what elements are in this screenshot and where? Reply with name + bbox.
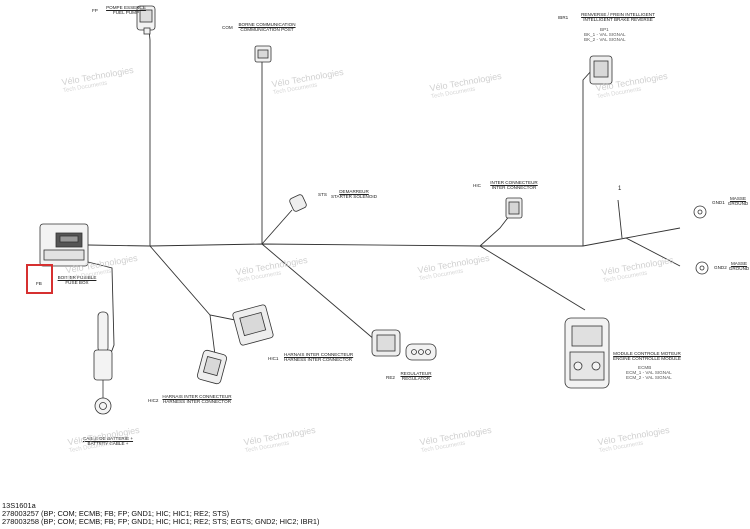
hic1-label-fr: HARNAIS INTER CONNECTEUR — [284, 352, 354, 357]
fp-wire — [147, 19, 151, 246]
fp-connector — [136, 5, 156, 35]
gnd1-code: GND1 — [712, 200, 725, 205]
fp-code: FP — [92, 8, 98, 13]
branch-one-label: 1 — [618, 186, 622, 192]
re2-connector — [371, 329, 401, 357]
sts-label-fr: DEMARREUR — [339, 189, 369, 194]
hic-label-fr: INTER CONNECTEUR — [490, 180, 538, 185]
drawing-number: 13S1601a — [2, 501, 36, 510]
sts-code: STS — [318, 192, 327, 197]
battery-cable — [93, 311, 113, 415]
part-number-1: 278003257 (BP; COM; ECMB; FB; FP; GND1; … — [2, 509, 230, 518]
hic2-label-en: HARNESS INTER CONNECTOR — [162, 399, 232, 405]
gnd2-code: GND2 — [714, 265, 727, 270]
fp-label-en: FUEL PUMP — [112, 10, 140, 16]
com-label-en: COMMUNICATION POST — [240, 27, 294, 33]
hic1-label-en: HARNESS INTER CONNECTOR — [284, 357, 353, 363]
re2-label: REGULATEUR REGULATOR — [398, 371, 434, 381]
main-trunk — [87, 227, 681, 247]
hic2-label-fr: HARNAIS INTER CONNECTEUR — [162, 394, 232, 399]
ecm-label-fr: MODULE CONTROLE MOTEUR — [613, 351, 681, 356]
gnd2-label-fr: MASSE — [730, 261, 748, 266]
gnd1-label: MASSE GROUND — [726, 196, 750, 206]
ecm-pin-1: ECM_1 - VAL SIGNAL — [626, 370, 672, 376]
sts-label-en: STARTER SOLENOID — [330, 194, 378, 200]
gnd2-terminal — [695, 261, 709, 275]
gnd2-branch — [625, 237, 681, 267]
ecm-wire — [479, 245, 586, 311]
ecm-label-en: ENGINE CONTROLLE MODULE — [613, 356, 681, 362]
ecm-module — [564, 317, 610, 389]
gnd1-label-fr: MASSE — [729, 196, 747, 201]
ibr-pins: BP1 BK_1 - VAL SIGNAL BK_2 - VAL SIGNAL — [584, 27, 644, 43]
fp-label-fr: POMPE ESSENCE — [106, 5, 146, 10]
hic1-label: HARNAIS INTER CONNECTEUR HARNESS INTER C… — [284, 352, 354, 363]
com-code: COM — [222, 25, 233, 30]
gnd1-terminal — [693, 205, 707, 219]
ecm-label: MODULE CONTROLE MOTEUR ENGINE CONTROLLE … — [612, 351, 682, 361]
re2-label-fr: REGULATEUR — [400, 371, 432, 376]
gnd2-label: MASSE GROUND — [728, 261, 750, 271]
ibr-pin-1: BK_1 - VAL SIGNAL — [584, 32, 626, 38]
ibr-pin-header: BP1 — [600, 27, 609, 32]
ibr-label-fr: RENVERSE / FREIN INTELLIGENT — [581, 12, 655, 17]
re2-label-en: REGULATOR — [401, 376, 431, 382]
ibr-pin-2: BK_2 - VAL SIGNAL — [584, 37, 626, 43]
re2-plug — [405, 343, 437, 361]
ibr-code: IBR1 — [558, 15, 569, 20]
com-label: BORNE COMMUNICATION COMMUNICATION POST — [232, 22, 302, 32]
fb-label-fr: BOITIER FUSIBLE — [57, 275, 97, 280]
hic-wires — [149, 245, 246, 356]
fuse-box-highlight — [26, 264, 53, 294]
fb-code: FB — [36, 281, 42, 286]
fuse-box — [39, 223, 89, 267]
fp-label: POMPE ESSENCE FUEL PUMP — [96, 5, 156, 15]
ibr-label: RENVERSE / FREIN INTELLIGENT INTELLIGENT… — [568, 12, 668, 22]
gnd1-label-en: GROUND — [727, 201, 749, 207]
sts-label: DEMARREUR STARTER SOLENOID — [328, 189, 380, 199]
part-number-2: 278003258 (BP; COM; ECMB; FB; FP; GND1; … — [2, 517, 320, 526]
fb-label-en: FUSE BOX — [65, 280, 89, 286]
hic2-code: HIC2 — [148, 398, 159, 403]
battery-label-en: BATTERY CABLE + — [87, 441, 129, 447]
ibr-label-en: INTELLIGENT BRAKE REVERSE — [583, 17, 653, 23]
hic-label-en: INTER CONNECTOR — [491, 185, 537, 191]
re2-code: RE2 — [386, 375, 395, 380]
hic-wire — [479, 214, 511, 247]
com-label-fr: BORNE COMMUNICATION — [238, 22, 296, 27]
hic-label: INTER CONNECTEUR INTER CONNECTOR — [486, 180, 542, 190]
ibr-wire — [582, 69, 593, 246]
hic1-connector — [232, 304, 274, 346]
hic-code: HIC — [473, 183, 481, 188]
sts-connector — [289, 194, 307, 212]
fb-label: BOITIER FUSIBLE FUSE BOX — [54, 275, 100, 285]
ecm-pin-header: ECMB — [638, 365, 652, 370]
battery-label: CABLE DE BATTERIE + BATTERY CABLE + — [78, 436, 138, 446]
re2-wire — [261, 243, 376, 341]
hic2-connector — [197, 349, 227, 385]
ecm-pin-2: ECM_2 - VAL SIGNAL — [626, 375, 672, 381]
hic2-label: HARNAIS INTER CONNECTEUR HARNESS INTER C… — [162, 394, 232, 404]
battery-label-fr: CABLE DE BATTERIE + — [82, 436, 134, 441]
ecm-pins: ECMB ECM_1 - VAL SIGNAL ECM_2 - VAL SIGN… — [626, 365, 676, 381]
ibr-connector — [589, 55, 613, 85]
hic1-code: HIC1 — [268, 356, 279, 361]
hic-connector — [505, 197, 523, 219]
gnd2-label-en: GROUND — [728, 266, 750, 272]
com-connector — [254, 45, 272, 63]
sts-wire — [261, 209, 293, 245]
branch-one — [617, 199, 623, 239]
